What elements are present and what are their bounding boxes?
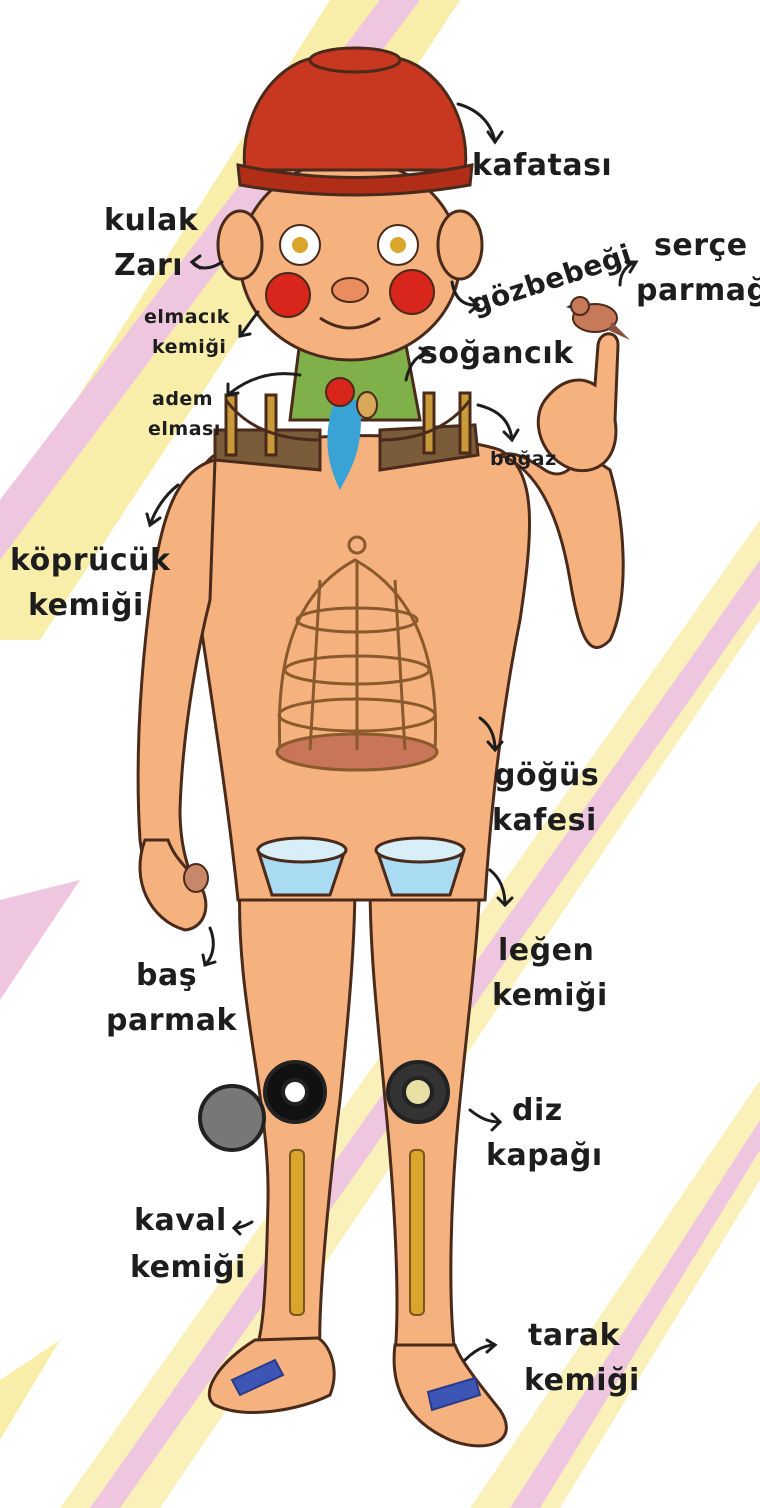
left-ear [218,211,262,279]
label-kulak-zari-line1: kulak [104,205,198,237]
label-diz-kapagi-line2: kapağı [486,1140,603,1172]
label-kaval-kemigi-line2: kemiği [130,1252,246,1284]
label-serce-parmagi-line1: serçe [654,230,748,262]
right-ear [438,211,482,279]
label-adem-elmasi-line1: adem [152,390,213,410]
label-koprucuk-kemigi-line2: kemiği [28,590,144,622]
nose [332,278,368,302]
label-elmacik-kemigi-line1: elmacık [144,308,230,328]
label-legen-kemigi-line2: kemiği [492,980,608,1012]
onion-bulb [357,392,377,418]
label-gogus-kafesi-line2: kafesi [492,805,597,837]
label-bas-parmak-line1: baş [136,960,197,992]
label-tarak-kemigi-line1: tarak [528,1320,620,1352]
adam-apple [326,378,354,406]
label-sogancik: soğancık [420,338,574,370]
label-kaval-kemigi-line1: kaval [134,1205,227,1237]
label-kulak-zari-line2: Zarı [114,250,183,282]
apple-cheek-right [390,270,434,314]
label-elmacik-kemigi-line2: kemiği [152,338,226,358]
apple-cheek-left [266,273,310,317]
label-bas-parmak-line2: parmak [106,1005,237,1037]
sparrow-icon [566,297,630,340]
label-serce-parmagi-line2: parmağı [636,275,760,307]
label-koprucuk-kemigi-line1: köprücük [10,545,170,577]
label-diz-kapagi-line1: diz [512,1095,563,1127]
torso [192,436,530,900]
label-kafatasi: kafatası [472,150,612,182]
label-legen-kemigi-line1: leğen [498,935,594,967]
label-gogus-kafesi-line1: göğüs [494,760,599,792]
label-bogaz: boğaz [490,450,557,470]
thumb-snail [184,864,208,892]
label-adem-elmasi-line2: elması [148,420,221,440]
label-tarak-kemigi-line2: kemiği [524,1365,640,1397]
